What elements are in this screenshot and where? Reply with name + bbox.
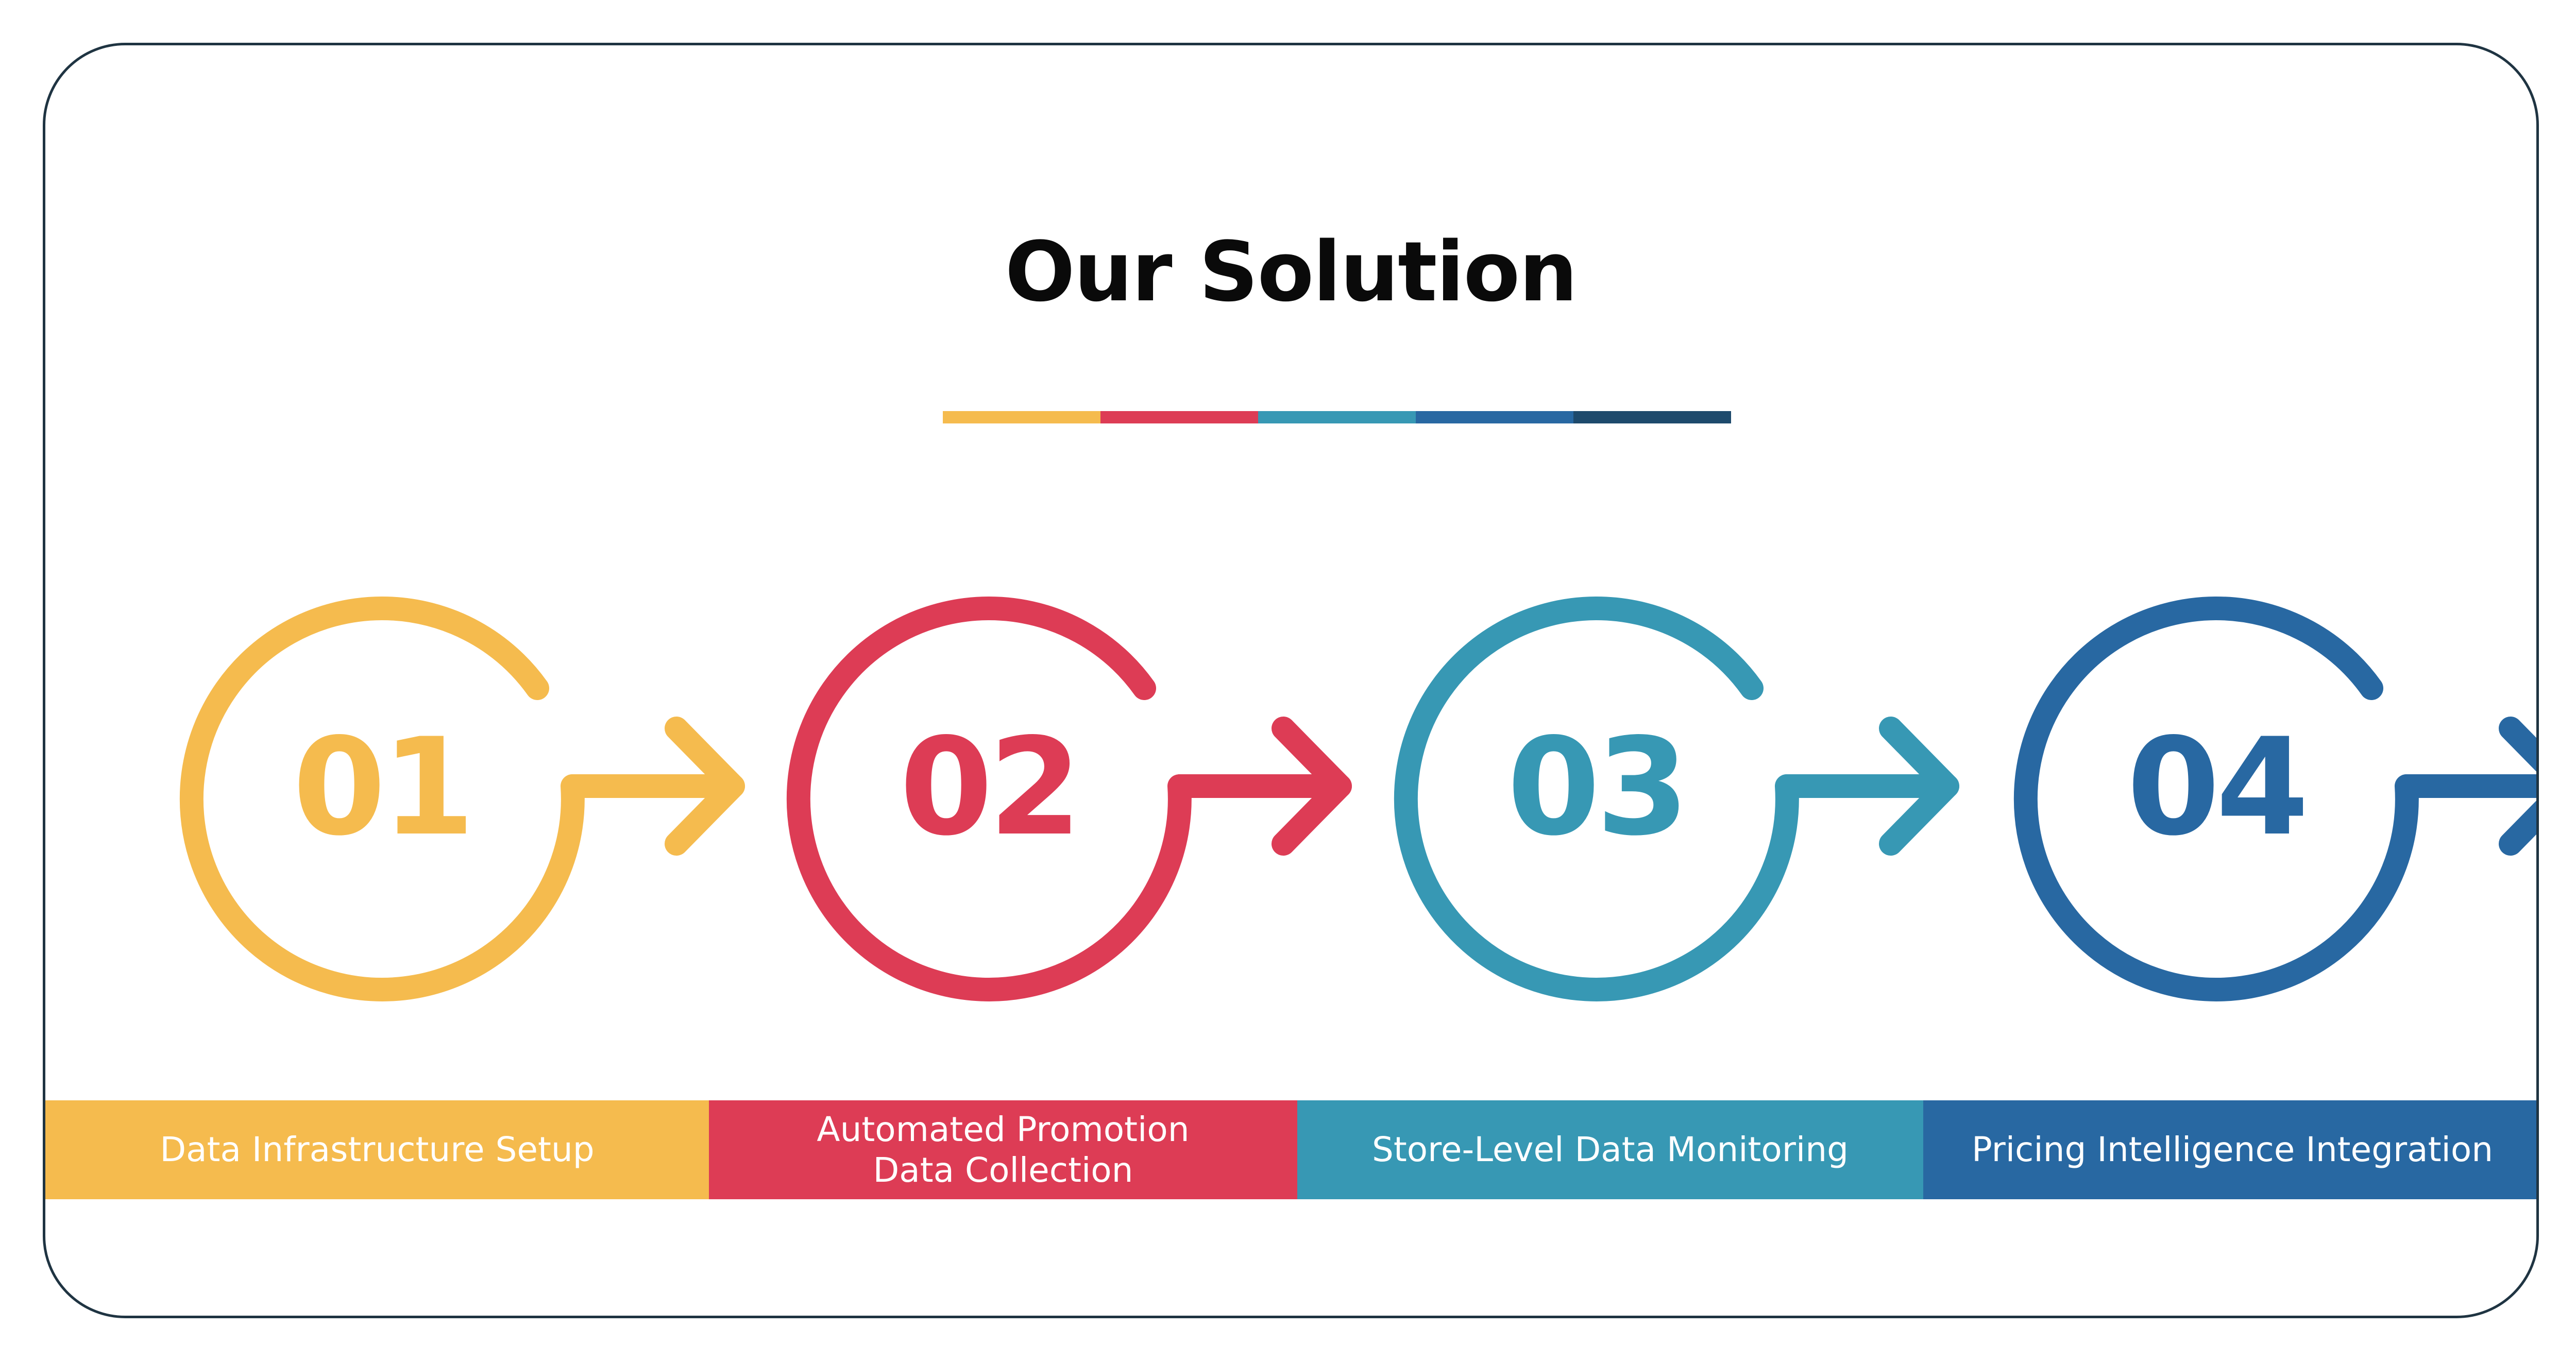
divider-segment-navy	[1573, 411, 1731, 423]
step-4-icon: 04	[2013, 596, 2536, 1001]
step-2-label-bar: Automated Promotion Data Collection	[709, 1100, 1297, 1199]
step-3-icon: 03	[1394, 596, 1959, 1001]
solution-card: Our Solution 01 02 03 04 Data Infrastruc…	[43, 43, 2539, 1318]
divider-segment-red	[1100, 411, 1258, 423]
step-2-circle-arrow-icon	[786, 596, 1352, 1001]
step-3-label-bar: Store-Level Data Monitoring	[1297, 1100, 1923, 1199]
step-4-label-bar: Pricing Intelligence Integration	[1923, 1100, 2536, 1199]
step-3-circle-arrow-icon	[1394, 596, 1959, 1001]
divider-segment-blue	[1416, 411, 1573, 423]
step-2-label: Automated Promotion Data Collection	[817, 1109, 1190, 1190]
step-1-circle-arrow-icon	[179, 596, 745, 1001]
step-1-label-bar: Data Infrastructure Setup	[45, 1100, 709, 1199]
step-3-label: Store-Level Data Monitoring	[1372, 1130, 1849, 1170]
step-4-arrowhead-icon	[2499, 717, 2536, 856]
step-3-number: 03	[1507, 710, 1685, 865]
step-2-number: 02	[900, 710, 1078, 865]
step-1-label: Data Infrastructure Setup	[160, 1130, 595, 1170]
page-title: Our Solution	[1005, 224, 1578, 320]
step-4-label: Pricing Intelligence Integration	[1971, 1130, 2494, 1170]
step-1-icon: 01	[179, 596, 745, 1001]
step-2-arrowhead-icon	[1272, 717, 1352, 856]
step-4-circle-arrow-icon	[2013, 596, 2536, 1001]
divider-segment-yellow	[943, 411, 1100, 423]
step-1-arrowhead-icon	[665, 717, 745, 856]
step-3-arrowhead-icon	[1879, 717, 1959, 856]
divider-segment-teal	[1258, 411, 1416, 423]
step-4-number: 04	[2127, 710, 2305, 865]
step-1-number: 01	[293, 710, 471, 865]
color-divider	[943, 411, 1731, 423]
step-2-icon: 02	[786, 596, 1352, 1001]
